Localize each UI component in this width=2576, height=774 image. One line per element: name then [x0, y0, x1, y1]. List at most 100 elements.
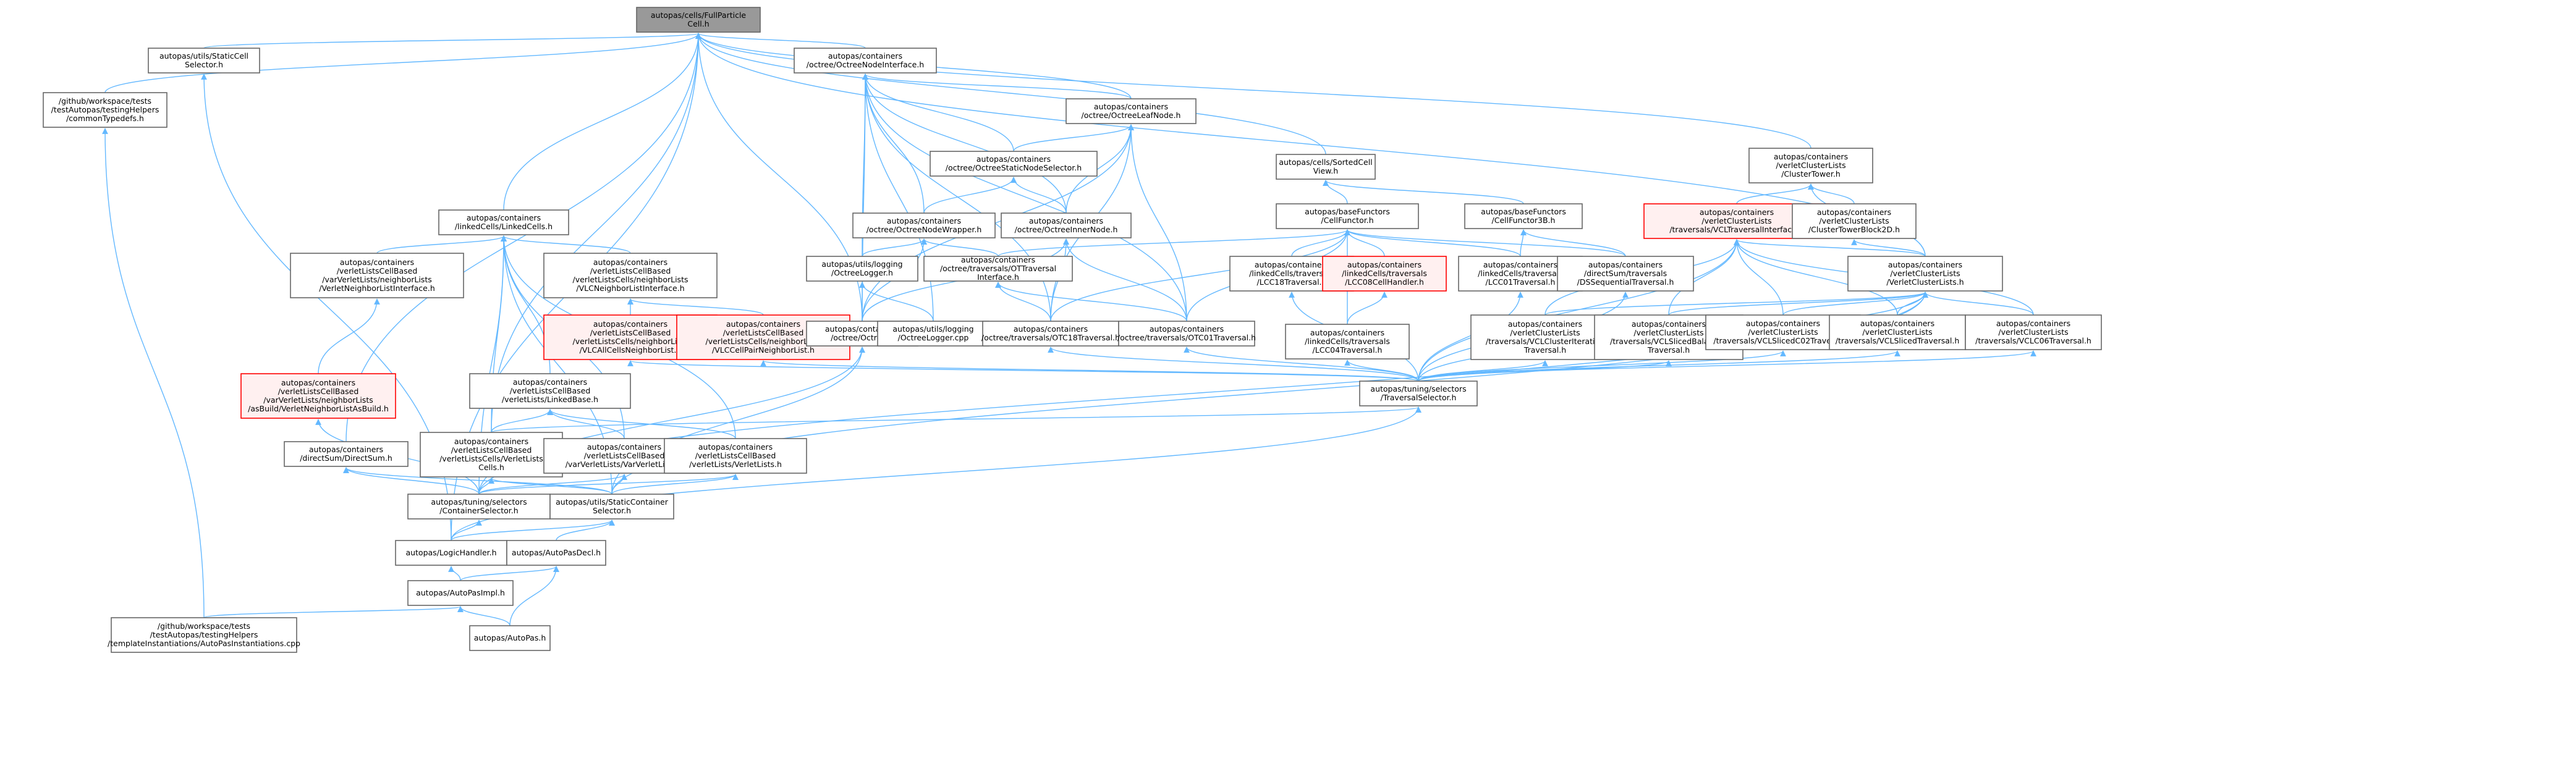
graph-node-n25[interactable]: autopas/containers/verletListsCellBased/… [676, 314, 850, 360]
dependency-edge [102, 128, 205, 618]
graph-node-n39[interactable]: autopas/containers/directSum/DirectSum.h [284, 441, 409, 467]
dependency-edge [862, 74, 1014, 152]
graph-node-n11[interactable]: autopas/containers/verletClusterLists/Cl… [1792, 203, 1917, 239]
graph-node-n9[interactable]: autopas/baseFunctors/CellFunctor3B.h [1464, 203, 1583, 229]
graph-node-n36[interactable]: autopas/containers/verletListsCellBased/… [240, 373, 396, 419]
graph-node-n15[interactable]: autopas/containers/verletListsCellBased/… [290, 253, 464, 298]
graph-node-label: autopas/containers [1700, 208, 1774, 217]
graph-node-n23[interactable]: autopas/containers/verletClusterLists/Ve… [1847, 256, 2003, 292]
dependency-edge [343, 467, 612, 495]
dependency-edge [491, 33, 701, 433]
dependency-edge [923, 177, 1017, 214]
graph-node-box [407, 494, 551, 520]
graph-node-n4[interactable]: autopas/containers/octree/OctreeLeafNode… [1066, 98, 1197, 124]
graph-node-n37[interactable]: autopas/containers/verletListsCellBased/… [469, 373, 631, 409]
graph-node-label: Selector.h [593, 506, 631, 515]
graph-node-label: autopas/containers [1860, 319, 1934, 328]
graph-node-n29[interactable]: autopas/containers/octree/traversals/OTC… [1117, 321, 1256, 347]
graph-node-box [469, 373, 631, 409]
graph-node-n48[interactable]: /github/workspace/tests/testAutopas/test… [108, 617, 300, 653]
dependency-edge [862, 74, 1051, 322]
dependency-edge [1128, 124, 1187, 322]
graph-node-label: /linkedCells/LinkedCells.h [455, 222, 553, 231]
dependency-edge [457, 606, 511, 626]
graph-node-n22[interactable]: autopas/containers/directSum/traversals/… [1557, 256, 1694, 292]
graph-node-label: /linkedCells/traversals [1478, 269, 1563, 278]
dependency-edge [862, 124, 1134, 322]
graph-node-n1[interactable]: /github/workspace/tests/testAutopas/test… [43, 92, 167, 128]
graph-node-n35[interactable]: autopas/containers/verletClusterLists/tr… [1965, 314, 2102, 350]
graph-node-label: View.h [1313, 166, 1338, 175]
graph-node-label: /octree/traversals/OTTraversal [940, 264, 1056, 273]
graph-node-label: /directSum/traversals [1584, 269, 1667, 278]
graph-node-label: /traversals/VCLClusterIteration [1486, 337, 1604, 346]
graph-node-label: autopas/containers [1255, 260, 1329, 269]
dependency-edge [1063, 238, 1187, 322]
graph-node-label: /github/workspace/tests [158, 621, 250, 631]
dependency-edge [1668, 292, 1928, 316]
graph-node-n16[interactable]: autopas/containers/verletListsCellBased/… [543, 253, 718, 298]
graph-node-box [284, 441, 409, 467]
graph-node-label: /octree/OctreeLeafNode.h [1082, 111, 1181, 120]
graph-node-n28[interactable]: autopas/containers/octree/traversals/OTC… [981, 321, 1120, 347]
graph-node-n45[interactable]: autopas/LogicHandler.h [395, 540, 507, 566]
dependency-edge [1418, 350, 2036, 382]
graph-node-box [664, 438, 807, 474]
graph-node-label: autopas/containers [593, 319, 667, 329]
graph-node-box [420, 432, 563, 477]
graph-node-label: /VerletClusterLists.h [1886, 277, 1964, 287]
dependency-nodes: autopas/cells/FullParticleCell.h/github/… [43, 7, 2102, 653]
graph-node-label: /verletClusterLists [1748, 327, 1818, 337]
graph-node-n14[interactable]: autopas/containers/octree/OctreeInnerNod… [1001, 212, 1132, 238]
graph-node-n30[interactable]: autopas/containers/linkedCells/traversal… [1285, 324, 1410, 360]
graph-node-box [923, 256, 1073, 282]
dependency-edge [862, 74, 1132, 99]
graph-node-n13[interactable]: autopas/containers/octree/OctreeNodeWrap… [852, 212, 996, 238]
graph-node-box [1276, 154, 1376, 180]
dependency-edge [1418, 350, 1786, 382]
dependency-edge [1344, 229, 1626, 257]
graph-node-label: autopas/containers [1632, 319, 1706, 329]
graph-node-label: /varVerletLists/VarVerletLists.h [566, 460, 684, 469]
graph-node-box [930, 151, 1098, 177]
dependency-edge [998, 229, 1350, 257]
graph-node-n3[interactable]: autopas/containers/octree/OctreeNodeInte… [794, 48, 937, 74]
graph-node-box [794, 48, 937, 74]
graph-node-label: autopas/containers [1888, 260, 1962, 269]
graph-node-n27[interactable]: autopas/utils/logging/OctreeLogger.cpp [877, 321, 989, 347]
graph-node-n6[interactable]: autopas/containers/verletClusterLists/Cl… [1748, 148, 1873, 183]
graph-node-n42[interactable]: autopas/containers/verletListsCellBased/… [664, 438, 807, 474]
dependency-edge [859, 282, 934, 322]
graph-node-n17[interactable]: autopas/utils/logging/OctreeLogger.h [806, 256, 918, 282]
graph-node-n38[interactable]: autopas/tuning/selectors/TraversalSelect… [1359, 381, 1478, 406]
graph-node-n8[interactable]: autopas/baseFunctors/CellFunctor.h [1276, 203, 1419, 229]
graph-node-n34[interactable]: autopas/containers/verletClusterLists/tr… [1829, 314, 1966, 350]
graph-node-n46[interactable]: autopas/AutoPasDecl.h [506, 540, 606, 566]
graph-node-box [982, 321, 1119, 347]
graph-node-n47[interactable]: autopas/AutoPasImpl.h [407, 580, 514, 606]
graph-node-label: /templateInstantiations/AutoPasInstantia… [108, 639, 300, 648]
graph-node-n20[interactable]: autopas/containers/linkedCells/traversal… [1322, 256, 1447, 292]
dependency-edge [556, 520, 615, 541]
graph-node-box [1285, 324, 1410, 360]
graph-node-label: autopas/AutoPasDecl.h [512, 548, 601, 557]
graph-node-label: autopas/containers [1150, 324, 1224, 334]
graph-node-label: autopas/containers [587, 442, 661, 452]
graph-node-label: autopas/LogicHandler.h [405, 548, 496, 557]
graph-node-label: Traversal.h [1647, 345, 1690, 355]
graph-node-label: autopas/containers [828, 51, 902, 61]
graph-node-label: autopas/containers [726, 319, 800, 329]
graph-node-n49[interactable]: autopas/AutoPas.h [469, 625, 551, 651]
graph-node-n7[interactable]: autopas/containers/octree/OctreeStaticNo… [930, 151, 1098, 177]
graph-node-label: /traversals/VCLTraversalInterface.h [1669, 225, 1803, 234]
graph-node-n43[interactable]: autopas/tuning/selectors/ContainerSelect… [407, 494, 551, 520]
graph-node-label: /OctreeLogger.h [831, 268, 893, 277]
graph-node-n40[interactable]: autopas/containers/verletListsCellBased/… [420, 432, 563, 477]
graph-node-n18[interactable]: autopas/containers/octree/traversals/OTT… [923, 255, 1073, 282]
graph-node-label: autopas/containers [961, 255, 1035, 264]
graph-node-n12[interactable]: autopas/containers/linkedCells/LinkedCel… [438, 209, 569, 235]
